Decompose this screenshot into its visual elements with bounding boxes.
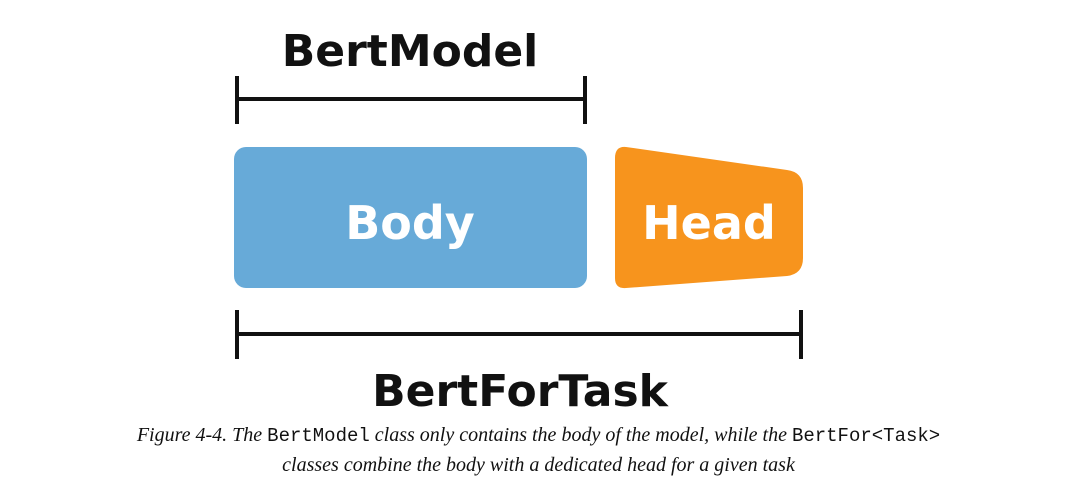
- head-block: [615, 146, 803, 289]
- body-block: [234, 147, 587, 288]
- body-label: Body: [345, 196, 475, 250]
- caption-code-bertmodel: BertModel: [267, 425, 370, 447]
- caption-code-bertfortask: BertFor<Task>: [791, 425, 941, 447]
- bert-model-bracket: [235, 76, 587, 124]
- caption-line-1: Figure 4-4. The BertModel class only con…: [0, 421, 1077, 451]
- caption-line-2: classes combine the body with a dedicate…: [282, 454, 795, 476]
- head-label: Head: [642, 196, 776, 250]
- caption-middle: class only contains the body of the mode…: [369, 424, 792, 446]
- diagram: BertModel Body Head BertForTask: [234, 26, 803, 415]
- bert-model-label: BertModel: [282, 26, 539, 77]
- bert-for-task-bracket: [235, 310, 803, 359]
- bert-for-task-label: BertForTask: [372, 366, 670, 415]
- caption-prefix: Figure 4-4. The: [136, 424, 268, 446]
- figure-caption: Figure 4-4. The BertModel class only con…: [0, 421, 1077, 480]
